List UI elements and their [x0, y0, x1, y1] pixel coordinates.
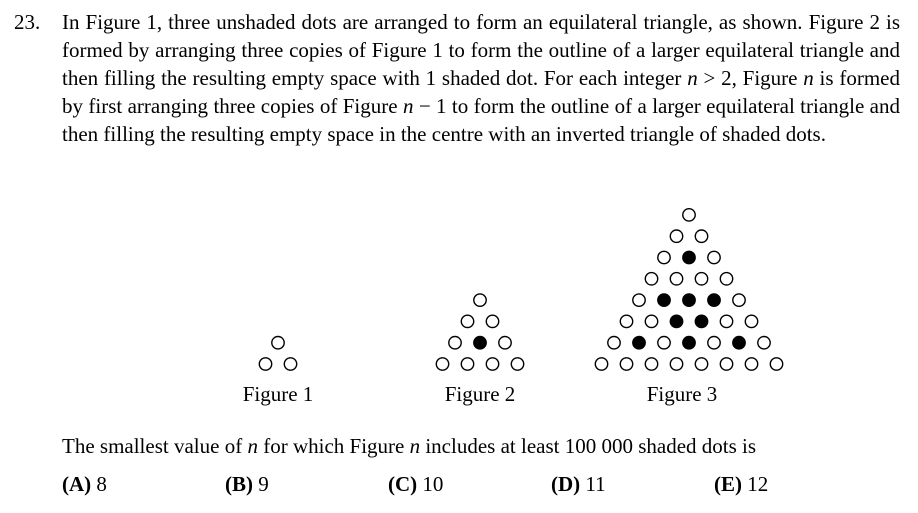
unshaded-dot	[473, 293, 487, 307]
unshaded-dot	[283, 357, 298, 371]
unshaded-dot	[719, 357, 734, 371]
unshaded-dot	[744, 357, 759, 371]
unshaded-dot	[644, 314, 659, 329]
choice-value: 9	[258, 472, 269, 496]
unshaded-dot	[619, 314, 634, 329]
question-segment: includes at least 100 000 shaded dots is	[420, 434, 757, 458]
choice-a[interactable]: (A) 8	[62, 470, 107, 498]
unshaded-dot	[694, 271, 709, 286]
shaded-dot	[682, 250, 696, 265]
unshaded-dot	[744, 314, 759, 329]
variable-n: n	[409, 434, 421, 458]
statement-text: − 1 to form the outline of a larger equi…	[62, 94, 901, 146]
unshaded-dot	[657, 250, 671, 265]
choice-e[interactable]: (E) 12	[714, 470, 768, 498]
choice-letter: (E)	[714, 472, 742, 496]
shaded-dot	[682, 335, 696, 350]
unshaded-dot	[632, 293, 646, 307]
choice-b[interactable]: (B) 9	[225, 470, 269, 498]
problem-number: 23.	[14, 10, 41, 34]
unshaded-dot	[669, 357, 684, 371]
choice-c[interactable]: (C) 10	[388, 470, 443, 498]
choice-letter: (B)	[225, 472, 253, 496]
unshaded-dot	[757, 335, 771, 350]
unshaded-dot	[657, 335, 671, 350]
choice-value: 11	[585, 472, 606, 496]
unshaded-dot	[669, 229, 684, 244]
unshaded-dot	[707, 250, 721, 265]
shaded-dot	[732, 335, 746, 350]
statement-text: is formed by first arranging three copie…	[62, 66, 900, 118]
shaded-dot	[682, 293, 696, 307]
unshaded-dot	[448, 335, 462, 350]
unshaded-dot	[707, 335, 721, 350]
problem-statement: In Figure 1, three unshaded dots are arr…	[62, 8, 900, 148]
variable-n: n	[803, 66, 814, 90]
unshaded-dot	[435, 357, 450, 371]
statement-text: In Figure 1, three unshaded dots are arr…	[62, 10, 900, 90]
question-segment: The smallest value of	[62, 434, 248, 458]
unshaded-dot	[694, 229, 709, 244]
unshaded-dot	[669, 271, 684, 286]
unshaded-dot	[258, 357, 273, 371]
answer-choices: (A) 8 (B) 9 (C) 10 (D) 11 (E) 12	[0, 470, 918, 498]
unshaded-dot	[769, 357, 784, 371]
unshaded-dot	[732, 293, 746, 307]
shaded-dot	[632, 335, 646, 350]
unshaded-dot	[719, 271, 734, 286]
variable-n: n	[402, 94, 414, 118]
choice-letter: (A)	[62, 472, 92, 496]
choice-letter: (D)	[551, 472, 581, 496]
unshaded-dot	[644, 357, 659, 371]
choice-value: 10	[422, 472, 444, 496]
unshaded-dot	[594, 357, 609, 371]
unshaded-dot	[644, 271, 659, 286]
shaded-dot	[473, 335, 487, 350]
choice-value: 8	[96, 472, 107, 496]
unshaded-dot	[719, 314, 734, 329]
variable-n: n	[247, 434, 258, 458]
unshaded-dot	[619, 357, 634, 371]
unshaded-dot	[498, 335, 512, 350]
choice-d[interactable]: (D) 11	[551, 470, 606, 498]
question-text: The smallest value of n for which Figure…	[62, 432, 756, 460]
figure-2-caption: Figure 2	[444, 382, 516, 406]
variable-n: n	[687, 66, 698, 90]
question-segment: for which Figure	[257, 434, 410, 458]
figure-1-caption: Figure 1	[242, 382, 314, 406]
unshaded-dot	[271, 335, 285, 350]
unshaded-dot	[694, 357, 709, 371]
unshaded-dot	[607, 335, 621, 350]
unshaded-dot	[485, 357, 500, 371]
unshaded-dot	[682, 207, 696, 222]
unshaded-dot	[460, 357, 475, 371]
figure-3-caption: Figure 3	[646, 382, 718, 406]
unshaded-dot	[460, 314, 475, 329]
shaded-dot	[657, 293, 671, 307]
shaded-dot	[707, 293, 721, 307]
choice-letter: (C)	[388, 472, 418, 496]
unshaded-dot	[485, 314, 500, 329]
unshaded-dot	[510, 357, 525, 371]
choice-value: 12	[747, 472, 769, 496]
statement-text: > 2, Figure	[697, 66, 804, 90]
shaded-dot	[694, 314, 709, 329]
shaded-dot	[669, 314, 684, 329]
